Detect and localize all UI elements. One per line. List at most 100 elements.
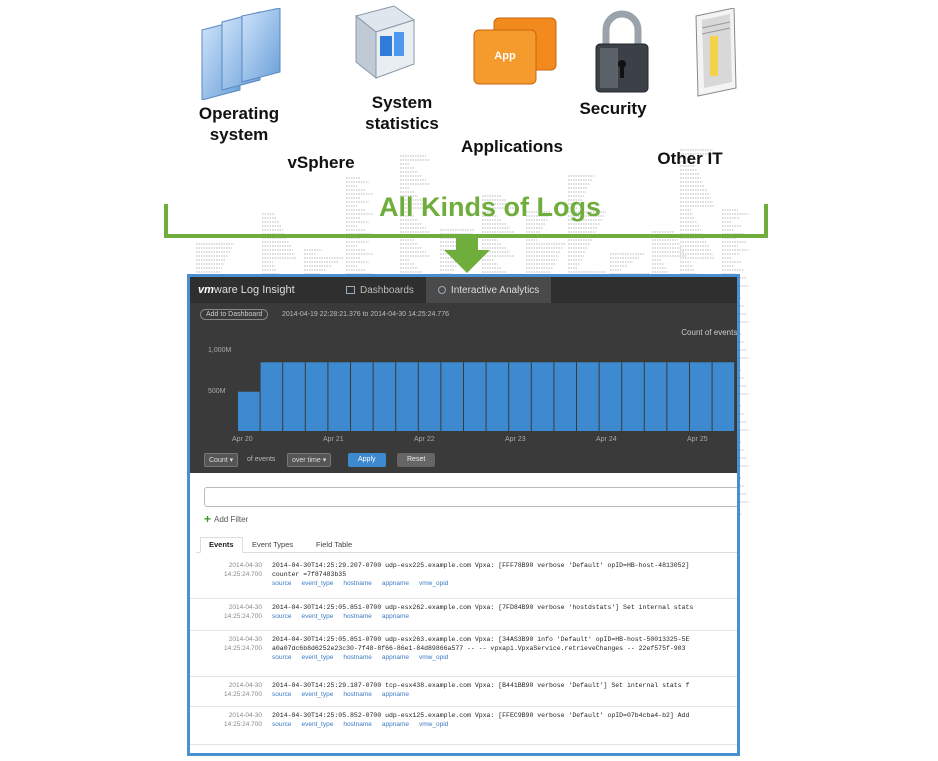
field-link[interactable]: source <box>272 654 292 661</box>
x-tick-label: Apr 20 <box>232 436 253 443</box>
bar <box>305 362 328 431</box>
field-link[interactable]: appname <box>381 654 409 661</box>
field-link[interactable]: event_type <box>301 580 334 587</box>
chart-controls: Count ▾ of events over time ▾ Apply Rese… <box>190 449 737 473</box>
field-link[interactable]: source <box>272 721 292 728</box>
bar <box>577 362 599 431</box>
bar <box>283 362 305 431</box>
app-box-label: App <box>494 50 516 62</box>
source-label-system-statistics: System statistics <box>365 93 439 133</box>
bar <box>441 362 463 431</box>
event-message: 2014-04-30T14:25:05.851-0700 udp-esx263.… <box>272 636 690 652</box>
field-link[interactable]: hostname <box>343 721 372 728</box>
x-tick-label: Apr 25 <box>687 436 708 443</box>
tab-interactive-analytics[interactable]: Interactive Analytics <box>425 277 552 303</box>
event-row[interactable]: 2014-04-30 14:25:24.700 2014-04-30T14:25:… <box>190 679 737 707</box>
field-link[interactable]: appname <box>381 721 409 728</box>
bar <box>486 362 509 431</box>
event-row[interactable]: 2014-04-30 14:25:24.700 2014-04-30T14:25:… <box>190 559 737 599</box>
event-fields: source event_type hostname appname <box>272 613 419 620</box>
field-link[interactable]: hostname <box>343 691 372 698</box>
field-link[interactable]: hostname <box>343 580 372 587</box>
bar <box>418 362 441 431</box>
field-link[interactable]: vmw_opid <box>418 721 449 728</box>
add-to-dashboard-button[interactable]: Add to Dashboard <box>200 309 269 320</box>
bar <box>373 362 396 431</box>
event-timestamp: 2014-04-30 14:25:24.700 <box>224 712 262 728</box>
event-row[interactable]: 2014-04-30 14:25:24.700 2014-04-30T14:25:… <box>190 709 737 745</box>
field-link[interactable]: source <box>272 613 292 620</box>
field-link[interactable]: event_type <box>301 691 334 698</box>
field-link[interactable]: hostname <box>343 654 372 661</box>
chart-title: Count of events ov <box>681 328 738 337</box>
bar <box>599 362 622 431</box>
x-tick-label: Apr 24 <box>596 436 617 443</box>
chart-panel: Add to Dashboard 2014-04-19 22:28:21.376… <box>190 303 738 473</box>
field-link[interactable]: appname <box>381 580 409 587</box>
dashboard-icon <box>346 286 355 294</box>
field-link[interactable]: event_type <box>301 613 334 620</box>
event-message: 2014-04-30T14:25:05.852-0700 udp-esx125.… <box>272 712 690 719</box>
add-filter-button[interactable]: +Add Filter <box>204 512 249 526</box>
source-label-applications: Applications <box>460 137 563 156</box>
of-events-label: of events <box>247 456 276 463</box>
bar <box>554 362 576 431</box>
bar <box>328 362 350 431</box>
event-timestamp: 2014-04-30 14:25:24.700 <box>224 562 262 578</box>
source-label-vsphere: vSphere <box>287 153 355 172</box>
bar <box>396 362 418 431</box>
bar <box>622 362 644 431</box>
app-top-bar: vmware Log Insight Dashboards Interactiv… <box>190 277 737 303</box>
bar <box>351 362 373 431</box>
tab-dashboards[interactable]: Dashboards <box>334 277 426 303</box>
event-row[interactable]: 2014-04-30 14:25:24.700 2014-04-30T14:25:… <box>190 601 737 631</box>
source-label-operating-system: Operating system <box>198 104 280 144</box>
source-label-security: Security <box>579 99 647 118</box>
apply-button[interactable]: Apply <box>348 453 386 467</box>
app-boxes-icon <box>473 17 557 85</box>
event-fields: source event_type hostname appname vmw_opid <box>272 721 458 728</box>
time-range-text: 2014-04-19 22:28:21.376 to 2014-04-30 14… <box>282 311 449 318</box>
collection-bracket <box>164 204 768 273</box>
field-link[interactable]: source <box>272 691 292 698</box>
field-link[interactable]: vmw_opid <box>418 654 449 661</box>
count-select[interactable]: Count ▾ <box>204 453 239 467</box>
field-link[interactable]: event_type <box>301 721 334 728</box>
event-message: 2014-04-30T14:25:29.187-0700 tcp-esx438.… <box>272 682 690 689</box>
y-tick-label: 500M <box>208 388 226 395</box>
field-link[interactable]: event_type <box>301 654 334 661</box>
search-input[interactable] <box>204 487 737 507</box>
results-tabs: Events Event Types Field Table <box>196 535 737 553</box>
x-tick-label: Apr 21 <box>323 436 344 443</box>
field-link[interactable]: vmw_opid <box>418 580 449 587</box>
field-link[interactable]: source <box>272 580 292 587</box>
document-icon <box>695 8 737 97</box>
tab-event-types[interactable]: Event Types <box>252 540 294 549</box>
bar <box>644 362 667 431</box>
bar <box>238 391 260 431</box>
source-label-other-it: Other IT <box>657 149 723 168</box>
over-time-select[interactable]: over time ▾ <box>287 453 332 467</box>
event-message: 2014-04-30T14:25:05.851-0700 udp-esx262.… <box>272 604 694 611</box>
event-fields: source event_type hostname appname vmw_opid <box>272 580 458 587</box>
bar <box>531 362 554 431</box>
tab-events[interactable]: Events <box>200 537 243 553</box>
reset-button[interactable]: Reset <box>397 453 436 467</box>
bar <box>509 362 531 431</box>
bar <box>690 362 712 431</box>
event-message: 2014-04-30T14:25:29.207-0700 udp-esx225.… <box>272 562 690 578</box>
bar <box>667 362 689 431</box>
padlock-icon <box>595 10 649 93</box>
field-link[interactable]: appname <box>381 691 409 698</box>
all-kinds-of-logs-title: All Kinds of Logs <box>379 192 601 222</box>
x-tick-label: Apr 23 <box>505 436 526 443</box>
field-link[interactable]: appname <box>381 613 409 620</box>
event-timestamp: 2014-04-30 14:25:24.700 <box>224 604 262 620</box>
glass-cube-icon <box>354 5 416 80</box>
event-timestamp: 2014-04-30 14:25:24.700 <box>224 682 262 698</box>
bar <box>712 362 735 431</box>
tab-field-table[interactable]: Field Table <box>316 540 353 549</box>
search-icon <box>437 286 446 294</box>
field-link[interactable]: hostname <box>343 613 372 620</box>
